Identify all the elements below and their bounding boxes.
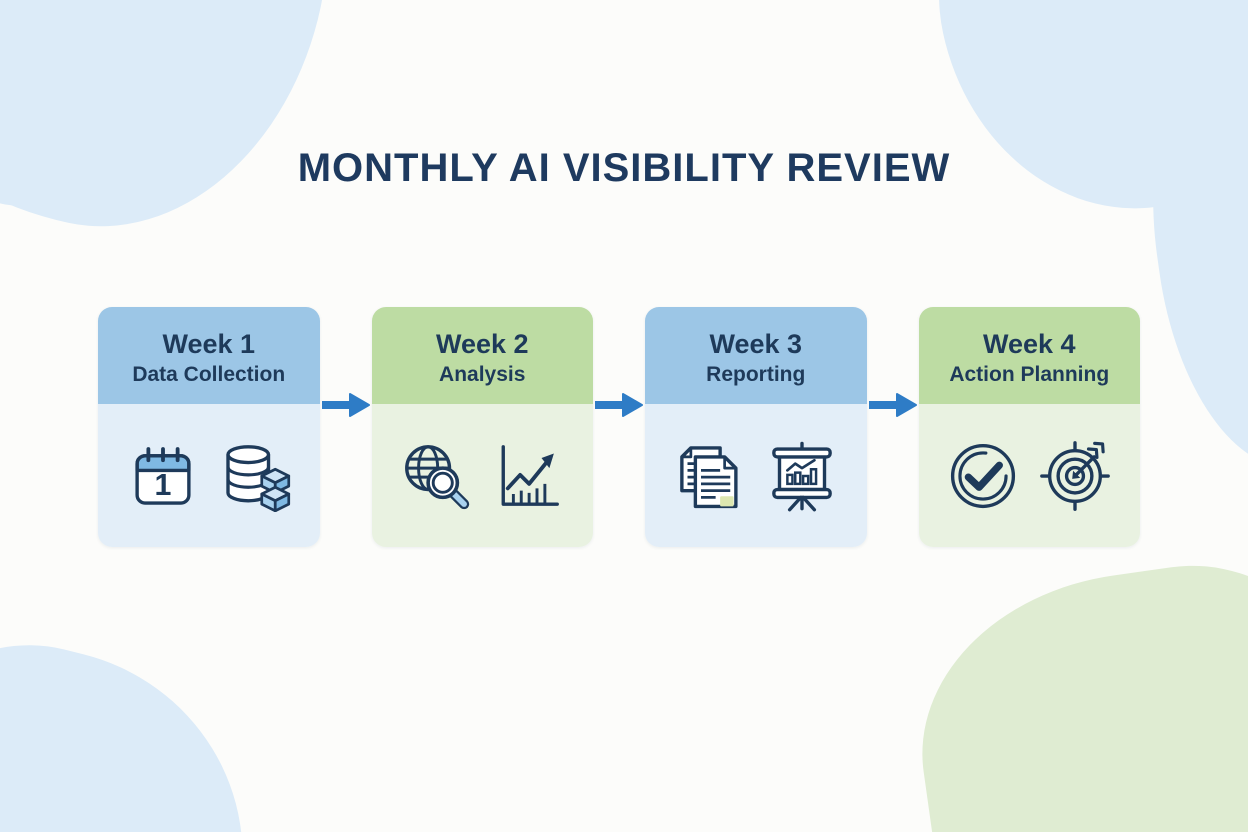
step-card-body: 1 bbox=[98, 404, 320, 547]
presentation-chart-icon bbox=[766, 440, 838, 512]
step-label: Action Planning bbox=[949, 362, 1110, 386]
flow-arrow bbox=[867, 307, 919, 547]
right-arrow-icon bbox=[595, 393, 643, 417]
background-blob-bottom-right bbox=[900, 542, 1248, 832]
right-arrow-icon bbox=[868, 393, 917, 417]
step-card-header: Week 2 Analysis bbox=[371, 307, 593, 404]
flow-arrow bbox=[320, 307, 372, 547]
target-arrow-icon bbox=[1039, 440, 1111, 512]
step-card-body bbox=[918, 404, 1140, 547]
step-card-week-2: Week 2 Analysis bbox=[371, 307, 593, 547]
right-arrow-icon bbox=[321, 393, 370, 417]
documents-icon bbox=[674, 440, 746, 512]
step-card-body bbox=[371, 404, 593, 547]
globe-search-icon bbox=[400, 440, 472, 512]
step-week-title: Week 3 bbox=[709, 328, 803, 359]
calendar-icon: 1 bbox=[127, 440, 199, 512]
database-icon bbox=[219, 440, 291, 512]
step-card-week-1: Week 1 Data Collection 1 bbox=[98, 307, 320, 547]
step-week-title: Week 2 bbox=[435, 328, 529, 359]
step-label: Data Collection bbox=[132, 362, 286, 386]
step-card-header: Week 3 Reporting bbox=[645, 307, 867, 404]
flow-arrow bbox=[593, 307, 645, 547]
step-card-header: Week 4 Action Planning bbox=[918, 307, 1140, 404]
step-card-week-4: Week 4 Action Planning bbox=[918, 307, 1140, 547]
background-blob-bottom-left bbox=[0, 608, 287, 832]
page-title: MONTHLY AI VISIBILITY REVIEW bbox=[297, 146, 951, 190]
weekly-flow: Week 1 Data Collection 1 bbox=[98, 307, 1140, 547]
trend-chart-icon bbox=[492, 440, 564, 512]
step-week-title: Week 1 bbox=[162, 328, 256, 359]
step-card-header: Week 1 Data Collection bbox=[98, 307, 320, 404]
step-week-title: Week 4 bbox=[982, 328, 1076, 359]
step-label: Analysis bbox=[439, 362, 526, 386]
step-card-week-3: Week 3 Reporting bbox=[645, 307, 867, 547]
svg-text:1: 1 bbox=[154, 469, 171, 502]
step-label: Reporting bbox=[706, 362, 806, 386]
step-card-body bbox=[645, 404, 867, 547]
check-circle-icon bbox=[947, 440, 1019, 512]
